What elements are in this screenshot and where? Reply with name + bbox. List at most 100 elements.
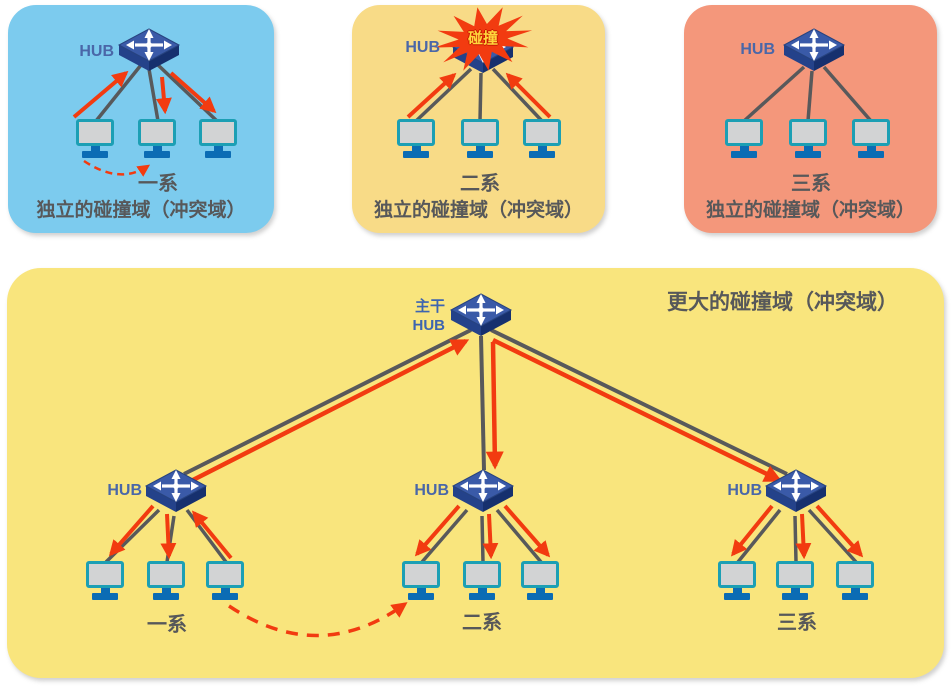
computer-stand [90,146,100,151]
computer-base [527,593,553,600]
computer-screen [199,119,237,146]
collision-burst-icon: 碰撞 [431,5,535,73]
hub-switch-icon [117,27,181,73]
computer-base [408,593,434,600]
computer-stand [152,146,162,151]
computer-stand [866,146,876,151]
hub-switch-icon [764,468,828,514]
collision-label: 碰撞 [467,30,498,47]
computer-screen [206,561,244,588]
computer-stand [220,588,230,593]
computer-base [212,593,238,600]
computer-base [795,151,821,158]
hub-label: HUB [727,482,762,499]
group-label: 一系 [147,614,187,636]
trunk-hub-switch-icon [449,292,513,338]
computer-stand [411,146,421,151]
computer-icon [82,561,128,600]
computer-base [782,593,808,600]
computer-stand [416,588,426,593]
computer-base [858,151,884,158]
computer-icon [393,119,439,158]
panel-title: 更大的碰撞域（冲突域） [667,291,898,314]
group-label: 三系 [791,173,831,195]
computer-stand [475,146,485,151]
computer-base [153,593,179,600]
computer-icon [202,561,248,600]
hub-label: HUB [740,41,775,58]
computer-screen [463,561,501,588]
panel-collision-domain-3: HUB 三系 独立的碰撞域（冲突域） [684,5,937,233]
computer-screen [86,561,124,588]
computer-screen [836,561,874,588]
computer-icon [519,119,565,158]
panel-collision-domain-2: 碰撞 HUB 二系 独立的碰撞域（冲突域） [352,5,605,233]
computer-base [724,593,750,600]
computer-screen [718,561,756,588]
computer-icon [848,119,894,158]
computer-stand [732,588,742,593]
computer-icon [134,119,180,158]
computer-base [92,593,118,600]
computer-screen [76,119,114,146]
computer-icon [832,561,878,600]
computer-stand [535,588,545,593]
trunk-hub-label: 主干 HUB [385,298,446,336]
computer-base [731,151,757,158]
computer-stand [213,146,223,151]
hub-label: HUB [107,482,142,499]
computer-screen [147,561,185,588]
computer-icon [721,119,767,158]
computer-icon [143,561,189,600]
computer-screen [852,119,890,146]
computer-icon [459,561,505,600]
computer-screen [725,119,763,146]
hub-label: HUB [79,43,114,60]
computer-icon [72,119,118,158]
computer-stand [477,588,487,593]
computer-screen [397,119,435,146]
panel-collision-domain-1: HUB 一系 独立的碰撞域（冲突域） [8,5,274,233]
computer-base [842,593,868,600]
computer-icon [772,561,818,600]
group-label: 二系 [460,173,500,195]
hub-label: HUB [405,39,440,56]
panel-caption: 独立的碰撞域（冲突域） [373,200,583,221]
computer-screen [521,561,559,588]
computer-stand [161,588,171,593]
computer-icon [195,119,241,158]
computer-base [144,151,170,158]
panel-larger-collision-domain: 更大的碰撞域（冲突域） 主干 HUB HUB 一系 HUB 二 [7,268,944,678]
group-label: 三系 [777,612,817,634]
hub-label: HUB [414,482,449,499]
computer-stand [537,146,547,151]
computer-stand [803,146,813,151]
trunk-hub-label-line2: HUB [412,316,446,334]
computer-screen [138,119,176,146]
collision-burst-star [433,7,533,71]
group-label: 二系 [462,612,502,634]
computer-base [205,151,231,158]
hub-switch-icon [451,468,515,514]
computer-screen [776,561,814,588]
hub-switch-icon [144,468,208,514]
computer-screen [789,119,827,146]
computer-screen [402,561,440,588]
hub-switch-icon [782,27,846,73]
computer-base [467,151,493,158]
computer-icon [714,561,760,600]
computer-stand [739,146,749,151]
computer-base [82,151,108,158]
computer-stand [100,588,110,593]
computer-screen [461,119,499,146]
group-label: 一系 [138,173,178,195]
computer-icon [457,119,503,158]
computer-base [403,151,429,158]
computer-icon [785,119,831,158]
computer-stand [790,588,800,593]
computer-screen [523,119,561,146]
dashed-cross-group-arrow [228,602,408,638]
computer-base [529,151,555,158]
trunk-hub-label-line1: 主干 [414,298,445,315]
